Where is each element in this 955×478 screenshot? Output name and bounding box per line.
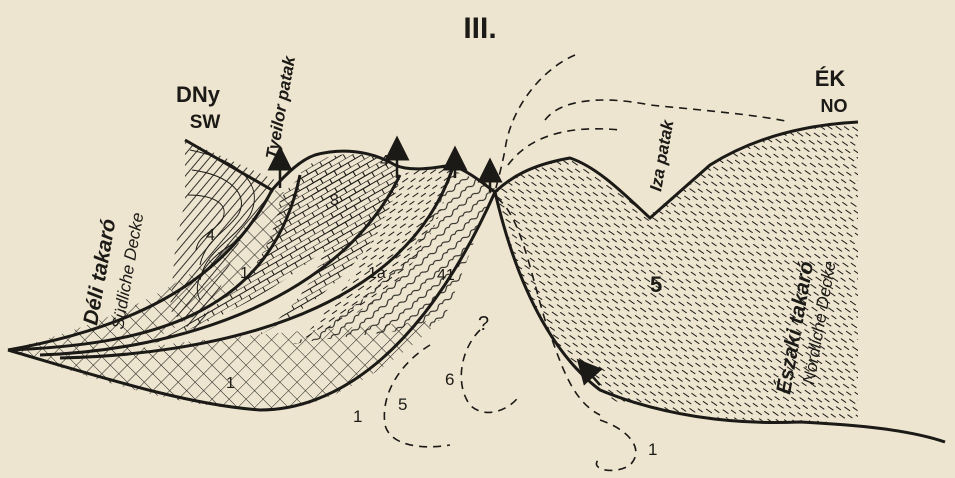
stream-label-right: Iza patak <box>646 117 677 193</box>
unit-label-4-left: 4 <box>206 227 215 244</box>
unit-label-question: ? <box>478 313 489 335</box>
unit-label-3: 3 <box>330 192 339 209</box>
unit-label-1-bottom: 1 <box>226 375 235 392</box>
orientation-right-de: NO <box>821 96 848 116</box>
unit-label-1-left: 1 <box>240 265 249 282</box>
figure-title: III. <box>463 12 496 45</box>
unit-label-41: 41 <box>437 267 455 284</box>
unit-label-4-arrow: 4 <box>380 153 389 170</box>
orientation-left-hu: DNy <box>176 82 221 107</box>
unit-label-5-right: 5 <box>650 272 662 297</box>
unit-label-1a: 1a <box>368 265 386 282</box>
unit-label-1-right: 1 <box>648 440 657 459</box>
stream-label-left: Tyeilor patak <box>262 53 299 160</box>
unit-label-5-bottom: 5 <box>398 395 407 414</box>
unit-label-1-lower: 1 <box>353 407 362 426</box>
orientation-left-de: SW <box>190 112 221 133</box>
orientation-right-hu: ÉK <box>815 66 846 91</box>
unit-label-6: 6 <box>445 370 454 389</box>
